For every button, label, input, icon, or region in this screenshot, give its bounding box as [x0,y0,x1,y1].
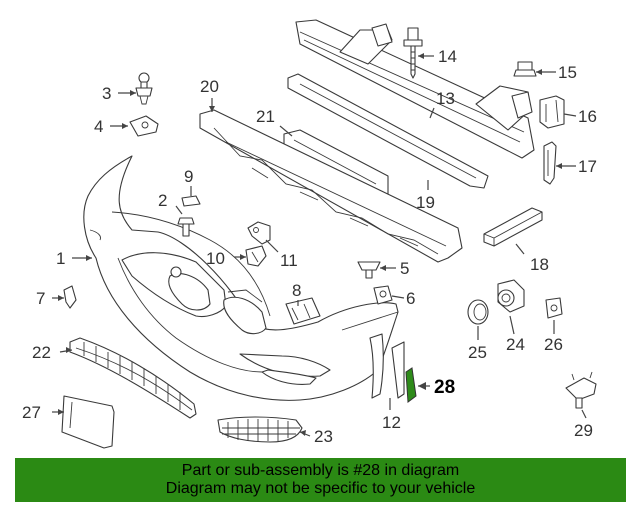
label-16: 16 [578,107,597,126]
label-8: 8 [292,281,301,300]
part-3-rivet [135,72,153,105]
banner-line-2: Diagram may not be specific to your vehi… [165,480,476,497]
label-25: 25 [468,343,487,362]
part-19-bracket-strip [287,73,489,189]
part-9-plate [181,195,201,207]
part-2-screw [177,217,195,237]
label-2: 2 [158,191,167,210]
label-6: 6 [406,289,415,308]
label-28: 28 [434,377,455,398]
part-4-clip-nut [129,115,159,137]
part-14-bolt [403,27,423,79]
label-3: 3 [102,84,111,103]
part-29-nozzle [565,371,597,409]
label-9: 9 [184,167,193,186]
part-23-lower-grille [217,416,303,443]
part-25-sensor-cap [467,299,489,325]
banner-line-1: Part or sub-assembly is #28 in diagram [181,462,460,479]
part-28-highlighted[interactable] [405,367,417,403]
label-26: 26 [544,335,563,354]
part-27-plate [61,395,115,449]
label-13: 13 [436,89,455,108]
part-12-side-trim [369,333,405,399]
arrowheads [58,53,562,436]
part-16-mount [539,95,565,129]
label-10: 10 [206,249,225,268]
part-5-rivet [357,261,381,279]
label-1: 1 [56,249,65,268]
info-banner: Part or sub-assembly is #28 in diagram D… [15,458,626,502]
label-15: 15 [558,63,577,82]
label-18: 18 [530,255,549,274]
part-18-bar [483,207,543,247]
part-7-bracket [63,285,77,309]
label-19: 19 [416,193,435,212]
part-11-bracket [247,221,271,245]
label-7: 7 [36,289,45,308]
part-26-sensor-bracket [545,297,563,319]
part-1-bumper-cover [83,155,399,401]
label-11: 11 [280,251,298,270]
part-22-left-grille [69,337,197,419]
label-27: 27 [22,403,41,422]
part-number-labels: 1 2 3 4 5 6 7 8 9 10 11 12 13 14 15 16 1… [22,47,597,446]
part-10-bracket [245,245,267,267]
label-5: 5 [400,259,409,278]
label-24: 24 [506,335,525,354]
part-8-holder [285,297,321,325]
label-12: 12 [382,413,401,432]
label-17: 17 [578,157,597,176]
label-22: 22 [32,343,51,362]
part-15-clip [513,61,537,77]
label-14: 14 [438,47,457,66]
part-24-parking-sensor [497,279,525,313]
part-13-bumper-carrier [295,19,535,159]
label-20: 20 [200,77,219,96]
label-23: 23 [314,427,333,446]
part-6-clip [373,285,393,305]
label-4: 4 [94,117,103,136]
part-20-lower-absorber [199,109,463,263]
label-21: 21 [256,107,275,126]
label-29: 29 [574,421,593,440]
part-17-side-bracket [543,141,557,185]
